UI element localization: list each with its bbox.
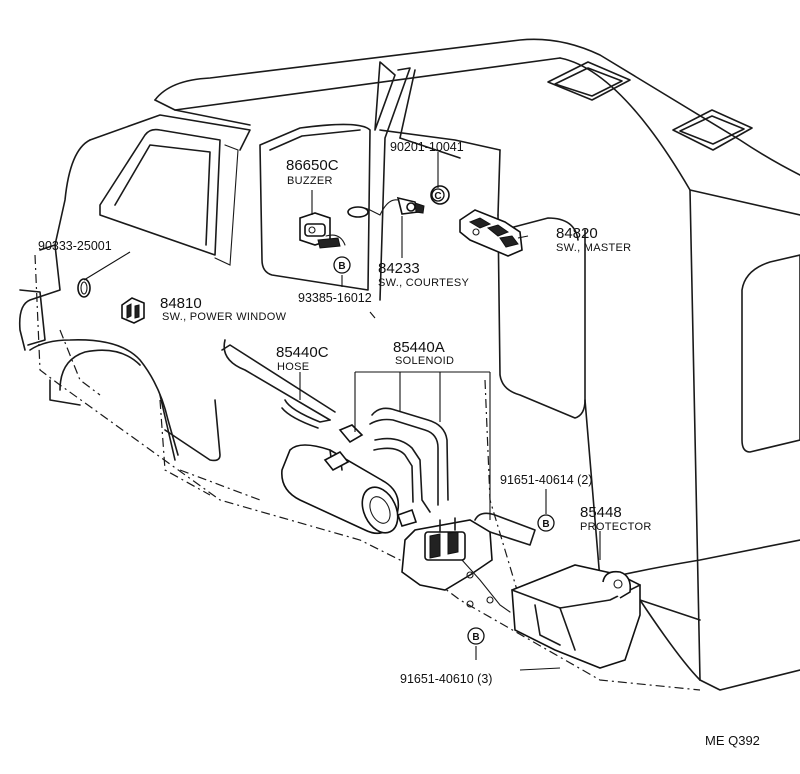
courtesy-switch [347,196,425,218]
svg-text:C: C [434,191,441,202]
power-window-switch [121,297,145,324]
label-sw-master: SW., MASTER [556,242,631,254]
label-93385-16012: 93385-16012 [298,291,372,305]
label-solenoid: SOLENOID [395,355,454,367]
label-84233: 84233 [378,260,420,277]
label-hose: HOSE [277,361,309,373]
label-90201-10041: 90201-10041 [390,140,464,154]
label-protector: PROTECTOR [580,521,652,533]
callout-b-bracket: B [537,514,555,532]
label-85440C: 85440C [276,344,329,361]
vacuum-tank [281,444,418,535]
solenoid [401,512,536,613]
label-90333-25001: 90333-25001 [38,239,112,253]
callout-c-washer: C [431,188,445,202]
label-86650C: 86650C [286,157,339,174]
label-buzzer: BUZZER [287,175,333,187]
protector [511,564,641,669]
plug-90333-25001 [77,278,91,298]
label-84810: 84810 [160,295,202,312]
label-84820: 84820 [556,225,598,242]
svg-text:B: B [472,632,479,643]
leader-lines [83,152,601,671]
label-85448: 85448 [580,504,622,521]
label-85440A: 85440A [393,339,445,356]
label-91651-40614: 91651-40614 (2) [500,473,592,487]
buzzer [299,212,346,249]
vehicle-body-outline [18,38,800,691]
reference-code: ME Q392 [705,733,760,748]
callout-b-buzzer: B [333,256,351,274]
label-sw-courtesy: SW., COURTESY [378,277,469,289]
svg-text:B: B [338,261,345,272]
svg-text:B: B [542,519,549,530]
master-switch [459,209,523,257]
label-91651-40610: 91651-40610 (3) [400,672,492,686]
hose [281,399,449,513]
label-sw-power-window: SW., POWER WINDOW [162,311,287,323]
callout-b-lower: B [467,627,485,645]
